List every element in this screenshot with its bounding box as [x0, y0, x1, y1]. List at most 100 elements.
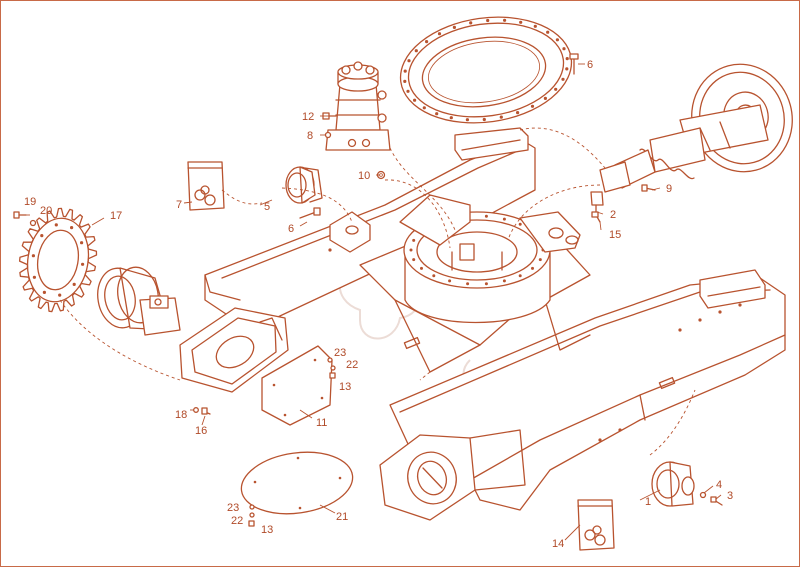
- bolt-hole: [448, 279, 452, 283]
- bolt-hole: [413, 98, 417, 102]
- seal-kit-bag-14: [577, 499, 615, 551]
- bolt-hole: [565, 57, 569, 61]
- callout-13-upper: 13: [339, 381, 351, 393]
- bolt-hole: [546, 30, 550, 34]
- callout-7: 7: [176, 199, 182, 211]
- bolt-hole: [502, 279, 506, 283]
- bolt-hole: [422, 106, 426, 110]
- bolt-hole: [465, 118, 469, 122]
- bolt-hole: [81, 262, 85, 266]
- bolt-hole: [484, 282, 488, 286]
- callout-10: 10: [358, 170, 370, 182]
- bolt-hole: [58, 293, 62, 297]
- bolt-hole: [403, 79, 407, 83]
- bolt-hole: [407, 59, 411, 63]
- bolt-hole: [519, 20, 523, 24]
- callout-2: 2: [610, 209, 616, 221]
- bolt-hole: [531, 266, 534, 270]
- callout-12: 12: [302, 111, 314, 123]
- bolt-hole: [40, 234, 44, 238]
- callout-6-top: 6: [587, 59, 593, 71]
- bolt-hole: [518, 222, 522, 226]
- bolt-hole: [530, 104, 535, 108]
- bolt-hole: [562, 47, 566, 51]
- bolt-hole: [484, 214, 488, 218]
- callout-23-upper: 23: [334, 347, 346, 359]
- bolt-hole: [406, 89, 410, 93]
- bolt-hole: [437, 32, 442, 36]
- bolt-hole: [414, 49, 418, 53]
- callout-22-upper: 22: [346, 359, 358, 371]
- callout-1: 1: [645, 496, 651, 508]
- callout-16: 16: [195, 425, 207, 437]
- seal-kit-bag-7: [187, 161, 225, 211]
- bolt-hole: [80, 241, 84, 245]
- bolt-hole: [42, 290, 47, 294]
- callout-4: 4: [716, 479, 722, 491]
- bolt-hole: [538, 258, 542, 262]
- bolt-hole: [31, 254, 35, 258]
- leader-lines: [22, 63, 722, 541]
- bolt-hole: [466, 282, 470, 286]
- callout-9: 9: [666, 183, 672, 195]
- callout-6-mid: 6: [288, 223, 294, 235]
- bolt-hole: [425, 40, 429, 44]
- bolt-hole: [469, 21, 473, 25]
- cover-plate-21: [240, 451, 354, 515]
- rotary-joint: [325, 61, 391, 151]
- bolt-hole: [412, 238, 416, 242]
- carrier-roller: [285, 166, 323, 204]
- bolt-hole: [502, 217, 506, 221]
- bolt-hole: [409, 248, 413, 252]
- callout-20: 20: [40, 205, 52, 217]
- bolt-hole: [72, 282, 76, 286]
- track-roller: [651, 461, 695, 507]
- bolt-hole: [54, 223, 58, 227]
- bolt-hole: [533, 24, 537, 28]
- bolt-hole: [499, 115, 503, 119]
- travel-motor: [97, 266, 181, 336]
- callout-17: 17: [110, 210, 122, 222]
- callout-5: 5: [264, 201, 270, 213]
- callout-19: 19: [24, 196, 36, 208]
- front-idler-housing: [379, 429, 526, 521]
- bolt-hole: [403, 69, 407, 73]
- bolt-hole: [555, 38, 560, 42]
- slewing-ring-bolt-holes: [403, 18, 569, 122]
- bolt-hole: [412, 258, 416, 262]
- bolt-hole: [518, 274, 522, 278]
- bolt-hole: [561, 77, 565, 81]
- callout-11: 11: [316, 417, 327, 429]
- bolt-hole: [32, 275, 37, 279]
- idler-and-tensioner: [599, 63, 793, 193]
- callout-21: 21: [336, 511, 348, 523]
- bolt-hole: [503, 18, 507, 22]
- small-hardware: [13, 53, 723, 527]
- cover-plate-11: [261, 345, 333, 426]
- bolt-hole: [420, 266, 423, 270]
- bolt-hole: [435, 112, 439, 116]
- bolt-hole: [543, 96, 548, 100]
- callout-labels: 1 2 3 4 5 6 6 7 8 9 10 11 12 13 13 14 15…: [24, 59, 733, 550]
- bolt-hole: [482, 117, 486, 122]
- bolt-hole: [432, 274, 436, 278]
- bolt-hole: [554, 87, 558, 91]
- slewing-ring: [399, 16, 573, 124]
- drive-sprocket: [18, 207, 98, 313]
- callout-18: 18: [175, 409, 187, 421]
- sprocket-bolt-holes: [31, 223, 85, 297]
- bolt-hole: [516, 111, 520, 115]
- sprocket-end-housing: [179, 274, 289, 393]
- bolt-hole: [449, 116, 453, 120]
- callout-23-lower: 23: [227, 502, 239, 514]
- bolt-hole: [486, 18, 490, 23]
- callout-15: 15: [609, 229, 621, 241]
- callout-13-lower: 13: [261, 524, 273, 536]
- callout-22-lower: 22: [231, 515, 243, 527]
- callout-3: 3: [727, 490, 733, 502]
- bolt-hole: [70, 226, 74, 230]
- undercarriage-frame: [204, 127, 786, 511]
- callout-14: 14: [552, 538, 564, 550]
- bolt-hole: [452, 25, 456, 29]
